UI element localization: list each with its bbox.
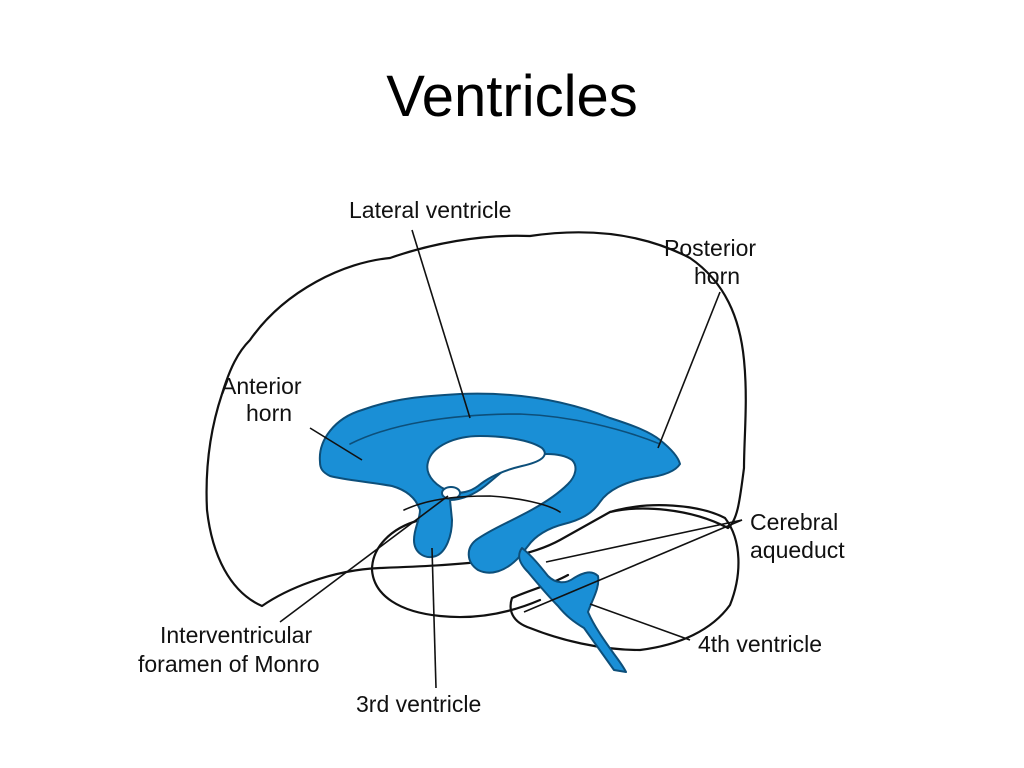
- leader-foramen: [279, 495, 449, 623]
- foramen-hole: [441, 486, 461, 500]
- brainstem-outline: [370, 518, 542, 619]
- label-cerebral-aqueduct-line2: aqueduct: [750, 537, 845, 563]
- label-interventricular-line2: foramen of Monro: [138, 651, 320, 677]
- ventricle-division-line: [349, 413, 661, 445]
- cerebrum-outline: [205, 231, 747, 608]
- lateral-ventricle-shape: [318, 392, 681, 574]
- leader-anterior-horn: [309, 427, 363, 461]
- leader-posterior-horn: [657, 291, 721, 449]
- label-lateral-ventricle: Lateral ventricle: [349, 197, 511, 223]
- leader-third-ventricle: [431, 547, 437, 689]
- label-anterior-horn-line2: horn: [246, 400, 292, 426]
- inner-divider-line: [403, 495, 561, 513]
- label-anterior-horn-line1: Anterior: [221, 373, 302, 399]
- label-fourth-ventricle: 4th ventricle: [698, 631, 822, 657]
- leader-cerebral-aqueduct-2: [523, 519, 743, 613]
- slide-title: Ventricles: [386, 64, 638, 129]
- label-third-ventricle: 3rd ventricle: [356, 691, 481, 717]
- cerebellum-outline: [509, 504, 740, 652]
- label-cerebral-aqueduct-line1: Cerebral: [750, 509, 838, 535]
- leader-lateral-ventricle: [411, 229, 471, 419]
- leader-cerebral-aqueduct: [545, 519, 743, 563]
- leader-fourth-ventricle: [589, 603, 691, 641]
- label-posterior-horn-line1: Posterior: [664, 235, 756, 261]
- fourth-ventricle-shape: [518, 547, 627, 673]
- label-interventricular-line1: Interventricular: [160, 622, 312, 648]
- label-posterior-horn-line2: horn: [694, 263, 740, 289]
